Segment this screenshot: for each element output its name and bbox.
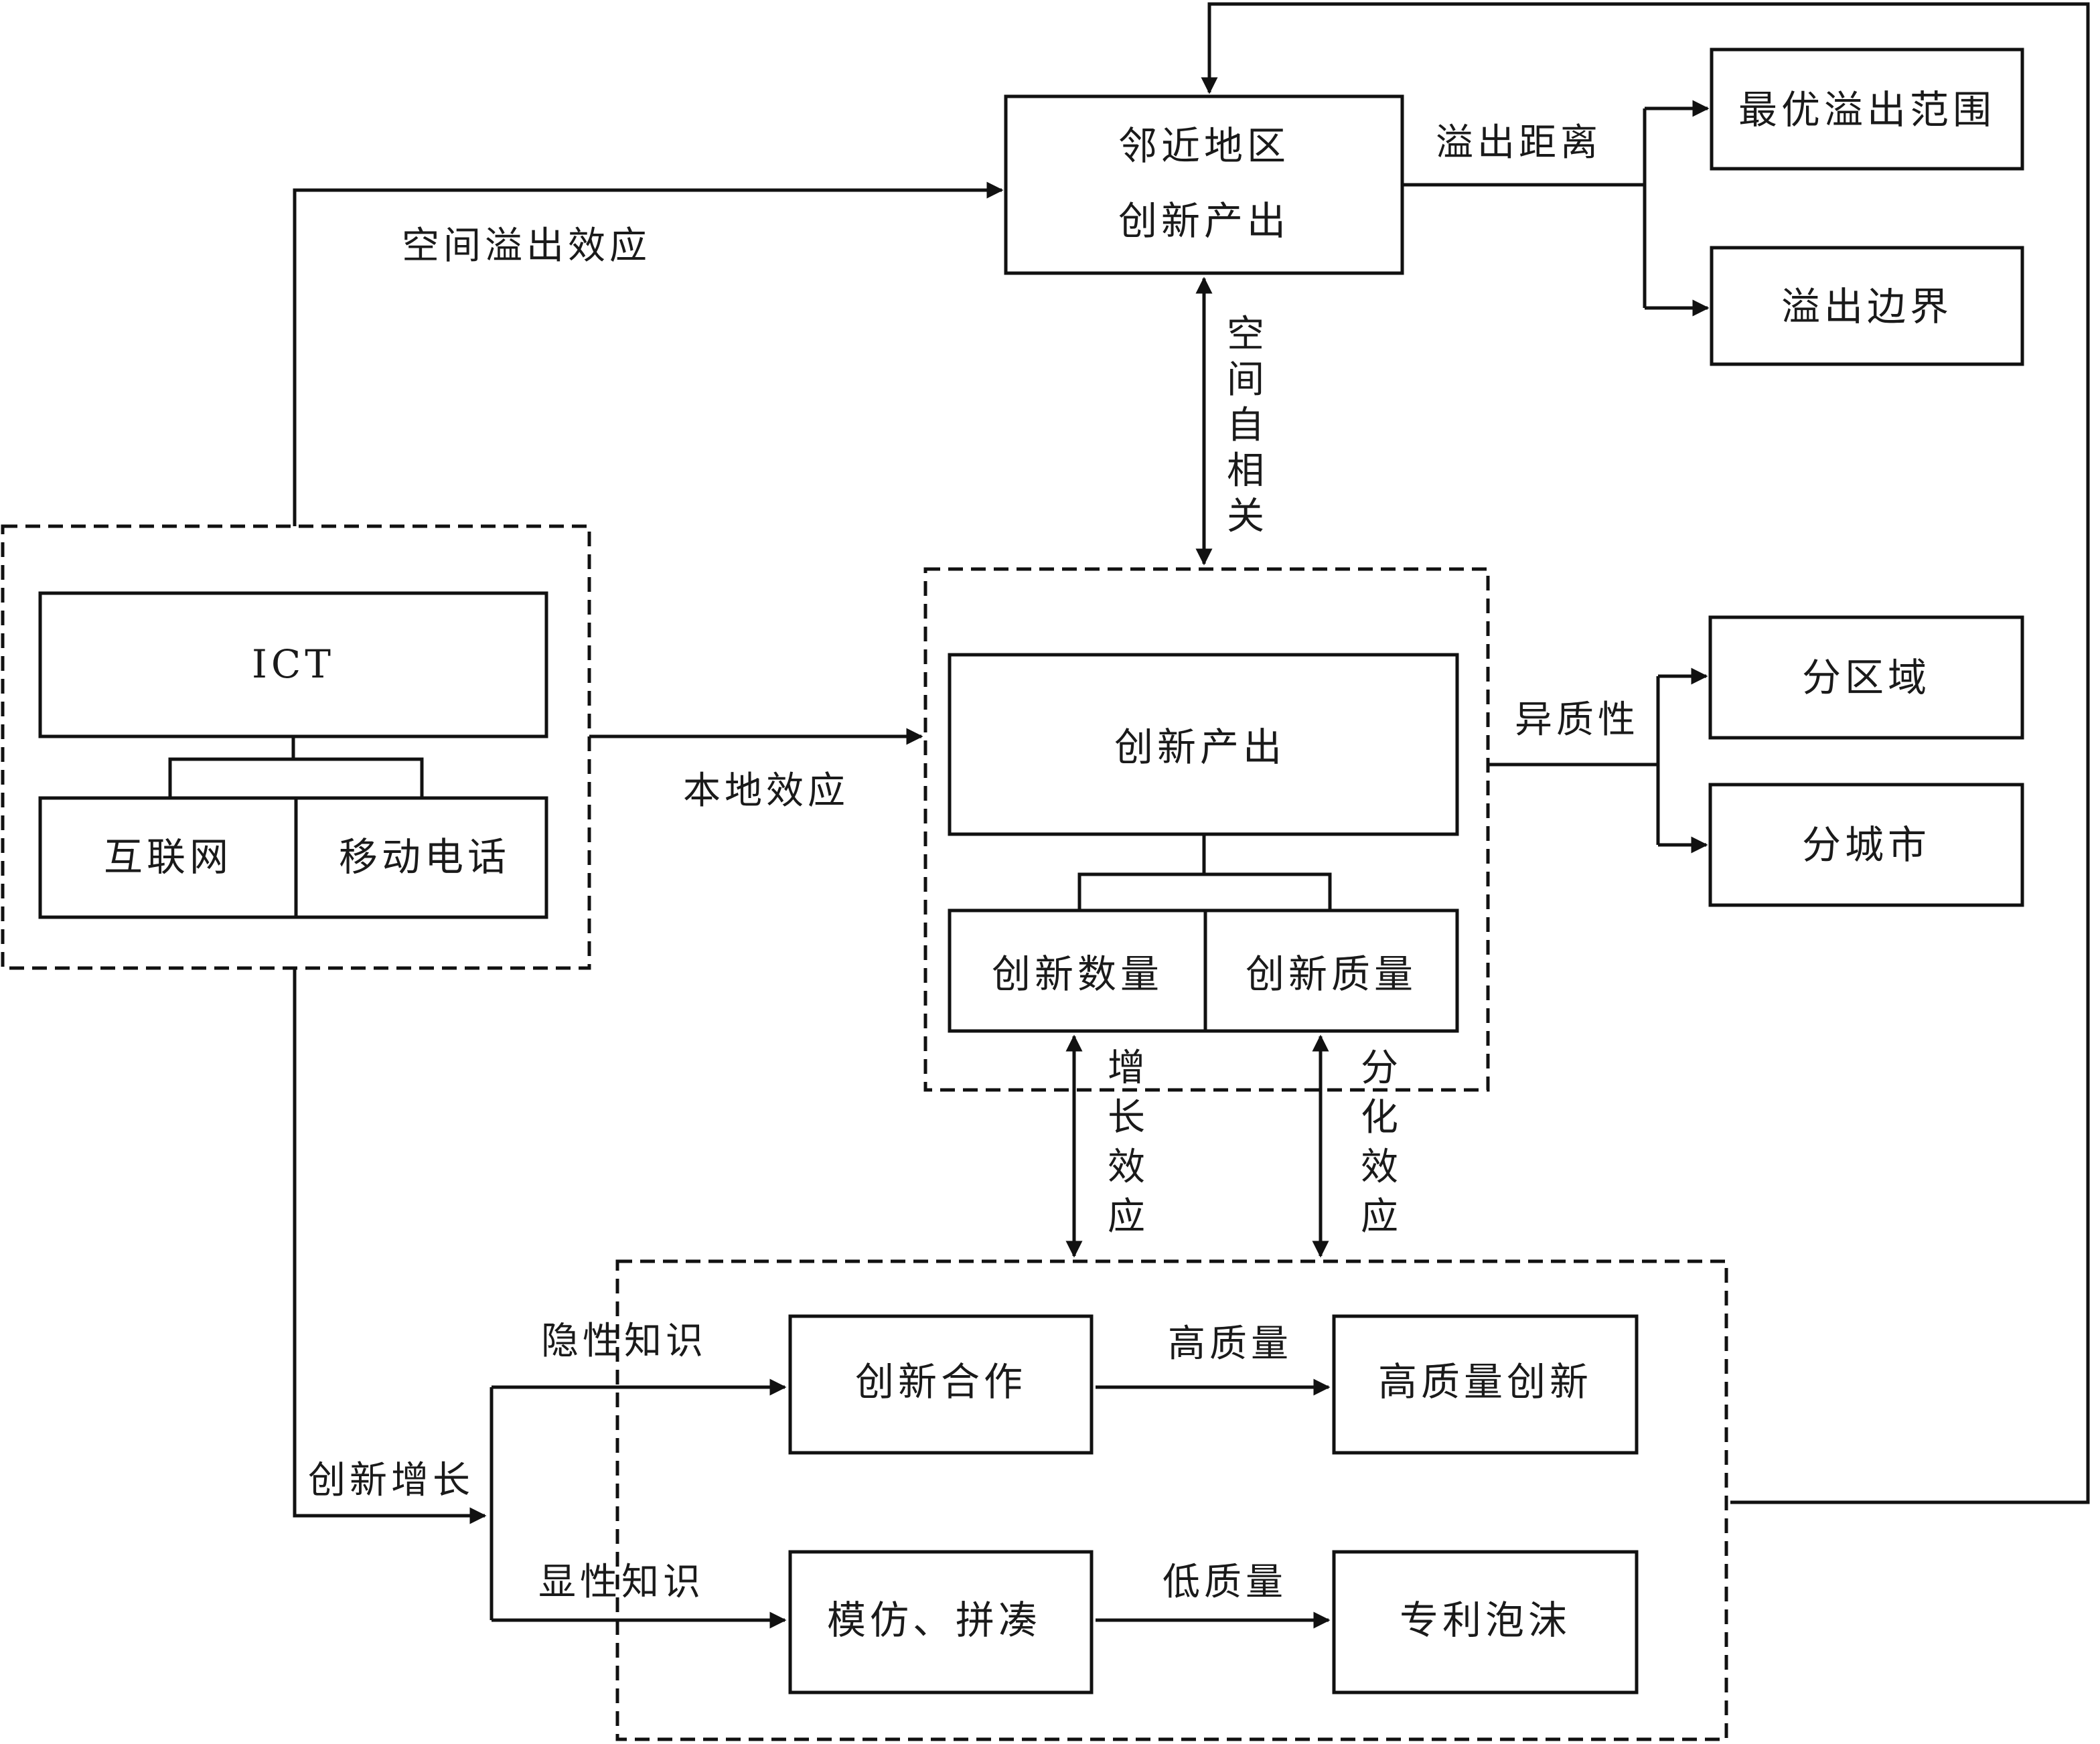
- optimal-spillover-range-box: [1710, 48, 2024, 171]
- spillover-distance-label: 溢出距离: [1436, 121, 1602, 165]
- explicit-knowledge-label: 显性知识: [538, 1561, 704, 1604]
- neighbor-innovation-box: [1004, 94, 1404, 275]
- feedback-loop-arrow: [1201, 2, 2090, 1504]
- neighbor-line1: 邻近地区: [1118, 123, 1290, 169]
- differentiation-effect-label: 分 化 效 应: [1361, 1046, 1398, 1239]
- by-city-label: 分城市: [1802, 822, 1931, 868]
- imitation-box: [788, 1550, 1094, 1694]
- high-quality-innovation-label: 高质量创新: [1378, 1359, 1592, 1405]
- svg-text:自: 自: [1227, 404, 1264, 447]
- spatial-autocorrelation-label: 空 间 自 相 关: [1227, 313, 1264, 538]
- innovation-cooperation-label: 创新合作: [855, 1359, 1027, 1405]
- mobile-phone-label: 移动电话: [339, 834, 510, 880]
- svg-text:长: 长: [1108, 1096, 1145, 1139]
- svg-text:间: 间: [1227, 358, 1264, 402]
- innovation-cooperation-box: [788, 1314, 1094, 1455]
- innovation-group-container: [923, 567, 1490, 1092]
- svg-text:关: 关: [1227, 495, 1264, 538]
- mechanism-group-container: [615, 1259, 1728, 1741]
- spillover-boundary-label: 溢出边界: [1781, 284, 1953, 329]
- innovation-quantity-label: 创新数量: [992, 951, 1163, 997]
- internet-label: 互联网: [104, 834, 232, 880]
- by-region-box: [1708, 615, 2024, 740]
- local-effect-label: 本地效应: [683, 769, 849, 813]
- innovation-growth-label: 创新增长: [308, 1459, 474, 1502]
- neighbor-line2: 创新产出: [1118, 198, 1290, 244]
- optimal-spillover-range-label: 最优溢出范围: [1738, 87, 1996, 133]
- patent-bubble-box: [1332, 1550, 1639, 1694]
- by-city-box: [1708, 783, 2024, 907]
- innovation-output-box: [948, 653, 1459, 836]
- svg-text:应: 应: [1361, 1195, 1398, 1239]
- spatial-spillover-arrow: [293, 181, 1004, 526]
- ict-label: ICT: [252, 641, 335, 687]
- heterogeneity-line: [1488, 676, 1660, 845]
- innovation-quality-label: 创新质量: [1246, 951, 1417, 997]
- ict-bracket: [168, 736, 424, 798]
- heterogeneity-label: 异质性: [1515, 698, 1639, 742]
- svg-text:相: 相: [1227, 449, 1264, 493]
- svg-text:应: 应: [1108, 1195, 1145, 1239]
- high-quality-label: 高质量: [1168, 1322, 1292, 1366]
- svg-text:增: 增: [1108, 1046, 1145, 1090]
- imitation-label: 模仿、拼凑: [827, 1597, 1041, 1643]
- low-quality-label: 低质量: [1162, 1561, 1287, 1604]
- svg-text:化: 化: [1361, 1096, 1398, 1139]
- ict-box: [38, 591, 548, 738]
- growth-effect-label: 增 长 效 应: [1108, 1046, 1145, 1239]
- innovation-output-label: 创新产出: [1114, 724, 1286, 770]
- svg-text:效: 效: [1361, 1145, 1398, 1189]
- spatial-spillover-label: 空间溢出效应: [402, 224, 651, 268]
- innovation-quantity-box: [948, 908, 1207, 1033]
- by-region-label: 分区域: [1802, 655, 1931, 700]
- svg-text:分: 分: [1361, 1046, 1398, 1090]
- high-quality-innovation-box: [1332, 1314, 1639, 1455]
- internet-box: [38, 796, 298, 919]
- innovation-bracket: [1077, 834, 1332, 910]
- spillover-distance-line: [1402, 108, 1647, 308]
- innovation-quality-box: [1203, 908, 1459, 1033]
- spillover-boundary-box: [1710, 246, 2024, 366]
- svg-text:效: 效: [1108, 1145, 1145, 1189]
- tacit-knowledge-label: 隐性知识: [541, 1320, 707, 1363]
- svg-text:空: 空: [1227, 313, 1264, 356]
- innovation-growth-arrow: [293, 968, 487, 1524]
- mobile-phone-box: [294, 796, 548, 919]
- patent-bubble-label: 专利泡沫: [1400, 1597, 1571, 1643]
